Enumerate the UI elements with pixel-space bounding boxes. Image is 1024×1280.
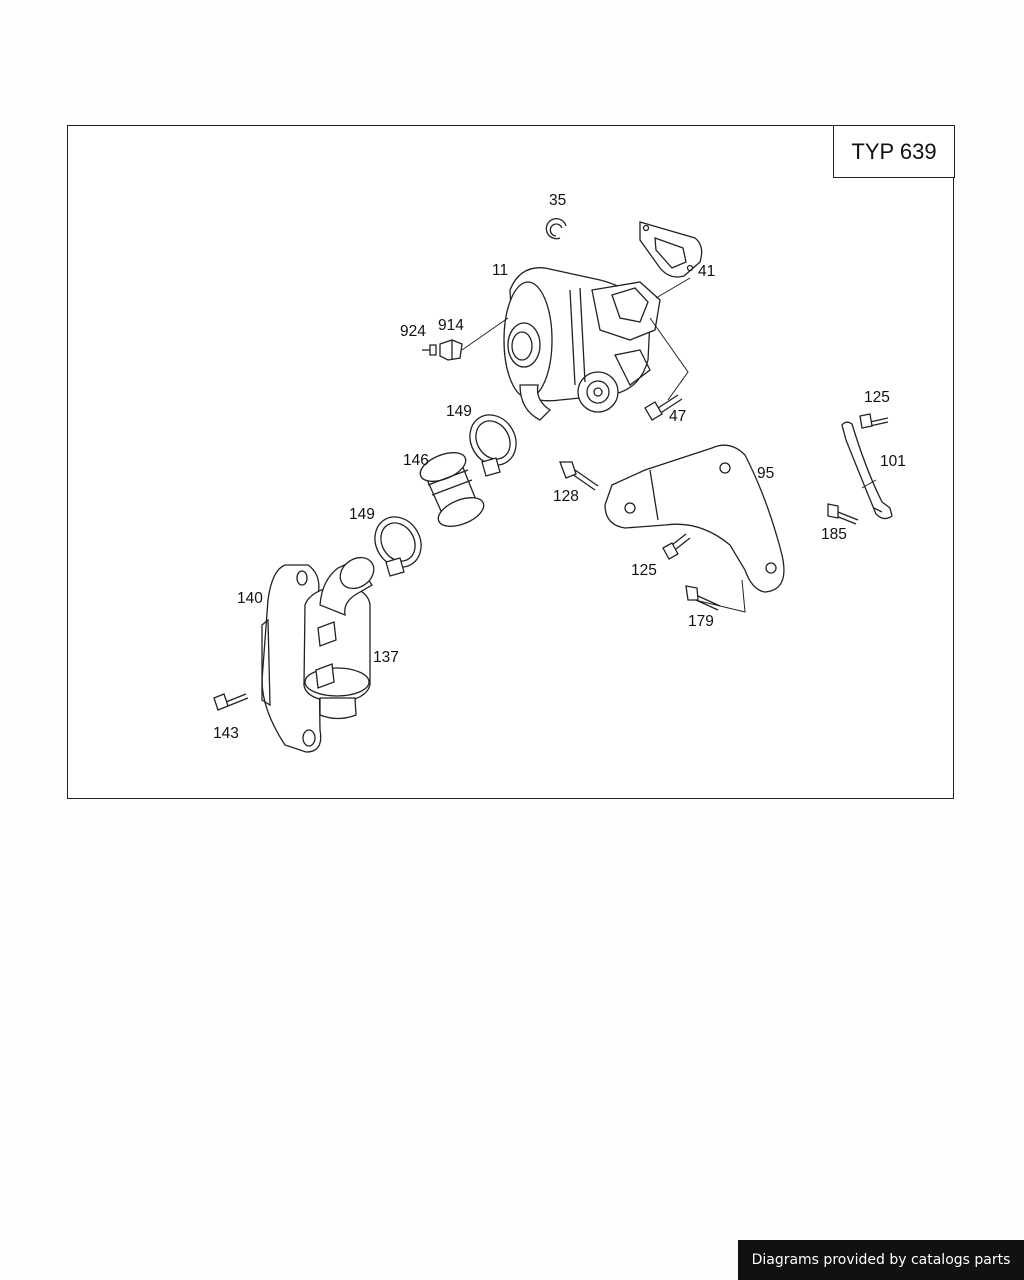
screw-924 [422,344,437,356]
callout-35: 35 [549,192,566,209]
callout-140: 140 [237,590,263,607]
diagram-frame [67,125,954,799]
callout-924: 924 [400,323,426,340]
callout-143: 143 [213,725,239,742]
support-bracket-95 [604,444,785,593]
strap-101 [841,421,893,520]
callout-41: 41 [698,263,715,280]
type-label: TYP 639 [833,125,955,178]
sensor-914 [439,339,463,361]
callout-labels: 35 11 41 924 914 149 47 146 128 95 125 1… [213,192,906,742]
bolt-125-upper [859,413,889,429]
callout-914: 914 [438,317,464,334]
bolt-185 [827,503,859,525]
leader-lines [461,277,877,613]
callout-185: 185 [821,526,847,543]
attribution-footer: Diagrams provided by catalogs parts [738,1240,1024,1280]
bolt-125-lower [662,533,691,560]
stud-47 [644,394,683,421]
callout-149-lower: 149 [349,506,375,523]
callout-125-lower: 125 [631,562,657,579]
bolt-128 [559,461,599,491]
callout-128: 128 [553,488,579,505]
callout-11: 11 [492,262,508,279]
callout-146: 146 [403,452,429,469]
turbocharger-11 [503,267,661,421]
callout-101: 101 [880,453,906,470]
retaining-clip-35 [545,218,567,240]
hose-clamp-149-lower [374,516,422,577]
hose-146 [419,452,485,527]
callout-95: 95 [757,465,774,482]
callout-149-upper: 149 [446,403,472,420]
hose-clamp-149-upper [469,414,517,477]
callout-179: 179 [688,613,714,630]
callout-137: 137 [373,649,399,666]
bolt-143 [213,693,249,711]
bolt-179 [685,585,721,611]
callout-47: 47 [669,408,686,425]
gasket-41 [639,221,703,278]
catalytic-converter-137 [303,556,375,720]
callout-125-upper: 125 [864,389,890,406]
